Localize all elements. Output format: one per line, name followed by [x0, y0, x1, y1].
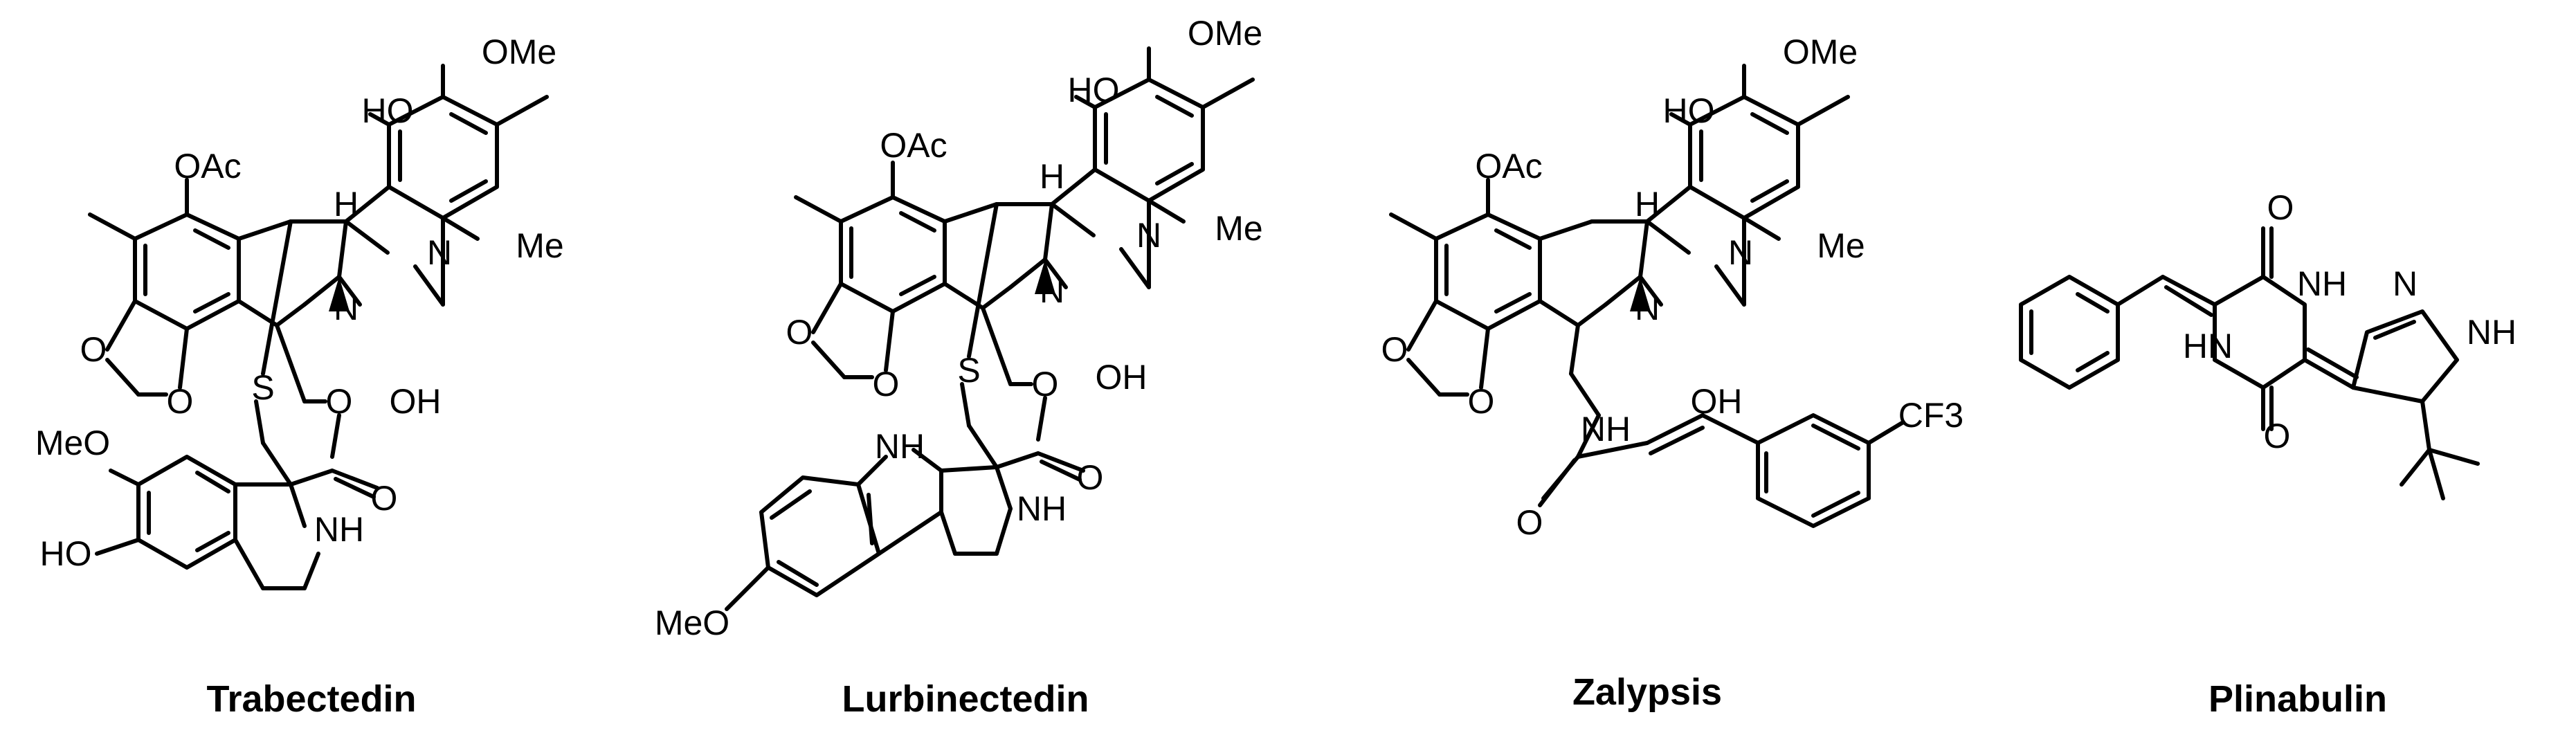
lurbinectedin-nh-label: NH [1017, 489, 1067, 528]
lurbinectedin-dioxole-o2-label: O [873, 365, 900, 403]
lurbinectedin-dioxole-o1-label: O [786, 313, 813, 352]
zalypsis-ho-label: HO [1663, 91, 1715, 130]
trabectedin-dioxole-o1-label: O [80, 330, 107, 369]
lurbinectedin-oac-label: OAc [880, 126, 947, 165]
zalypsis-ome-label: OMe [1783, 33, 1858, 71]
trabectedin-oh-label: OH [390, 382, 442, 421]
lurbinectedin-meo-label: MeO [655, 604, 729, 642]
trabectedin-me-label: Me [516, 226, 563, 265]
trabectedin-ho-lower-label: HO [40, 534, 92, 573]
trabectedin-oac-label: OAc [174, 147, 241, 185]
trabectedin-n-label: N [334, 289, 359, 327]
zalypsis-dioxole-o1-label: O [1381, 330, 1408, 369]
trabectedin-s-label: S [251, 368, 274, 407]
plinabulin-structure: O NH N NH HN O [2019, 188, 2516, 500]
plinabulin-imidazole-n-label: N [2393, 264, 2418, 303]
trabectedin-structure: OMe HO OAc H N Me N O O S O OH MeO O HO … [35, 33, 564, 590]
zalypsis-oh-label: OH [1691, 382, 1743, 421]
zalypsis-nh-label: NH [1581, 410, 1631, 448]
lurbinectedin-name: Lurbinectedin [842, 678, 1089, 720]
lurbinectedin-ester-o-label: O [1032, 365, 1059, 403]
zalypsis-structure: OMe HO OAc H N Me N O O OH NH O CF3 [1381, 33, 1964, 542]
lurbinectedin-h-label: H [1040, 157, 1064, 196]
trabectedin-dioxole-o2-label: O [167, 382, 194, 421]
zalypsis-name: Zalypsis [1572, 671, 1722, 713]
trabectedin-meo-label: MeO [35, 424, 110, 462]
trabectedin-ome-label: OMe [482, 33, 556, 71]
trabectedin-h-label: H [334, 185, 359, 224]
zalypsis-dioxole-o2-label: O [1468, 382, 1495, 421]
trabectedin-ho-label: HO [362, 91, 414, 130]
zalypsis-h-label: H [1635, 185, 1660, 224]
lurbinectedin-oh-label: OH [1096, 358, 1148, 397]
lurbinectedin-ho-label: HO [1068, 71, 1120, 109]
trabectedin-nh-label: NH [314, 510, 364, 549]
trabectedin-ester-o-label: O [326, 382, 353, 421]
plinabulin-hn-label: HN [2183, 327, 2233, 365]
lurbinectedin-indole-nh-label: NH [875, 427, 925, 466]
plinabulin-carbonyl-o-bottom-label: O [2264, 417, 2291, 455]
plinabulin-name: Plinabulin [2208, 678, 2387, 720]
trabectedin-carbonyl-o-label: O [371, 479, 398, 518]
trabectedin-name: Trabectedin [206, 678, 416, 720]
lurbinectedin-n-bridge-label: N [1136, 216, 1161, 255]
zalypsis-cf3-label: CF3 [1898, 396, 1963, 435]
zalypsis-oac-label: OAc [1475, 147, 1542, 185]
lurbinectedin-s-label: S [957, 351, 980, 390]
lurbinectedin-ome-label: OMe [1188, 14, 1262, 53]
zalypsis-carbonyl-o-label: O [1516, 503, 1543, 542]
lurbinectedin-structure: OMe HO OAc H N Me N O O S O OH NH O NH M… [655, 14, 1263, 642]
lurbinectedin-n-label: N [1040, 271, 1064, 310]
plinabulin-nh-right-label: NH [2297, 264, 2347, 303]
lurbinectedin-me-label: Me [1215, 209, 1262, 248]
lurbinectedin-carbonyl-o-label: O [1077, 458, 1104, 497]
zalypsis-me-label: Me [1817, 226, 1865, 265]
trabectedin-n-bridge-label: N [427, 233, 452, 272]
plinabulin-imidazole-nh-label: NH [2467, 313, 2516, 352]
zalypsis-n-bridge-label: N [1728, 233, 1753, 272]
zalypsis-n-label: N [1635, 289, 1660, 327]
plinabulin-carbonyl-o-top-label: O [2267, 188, 2294, 227]
